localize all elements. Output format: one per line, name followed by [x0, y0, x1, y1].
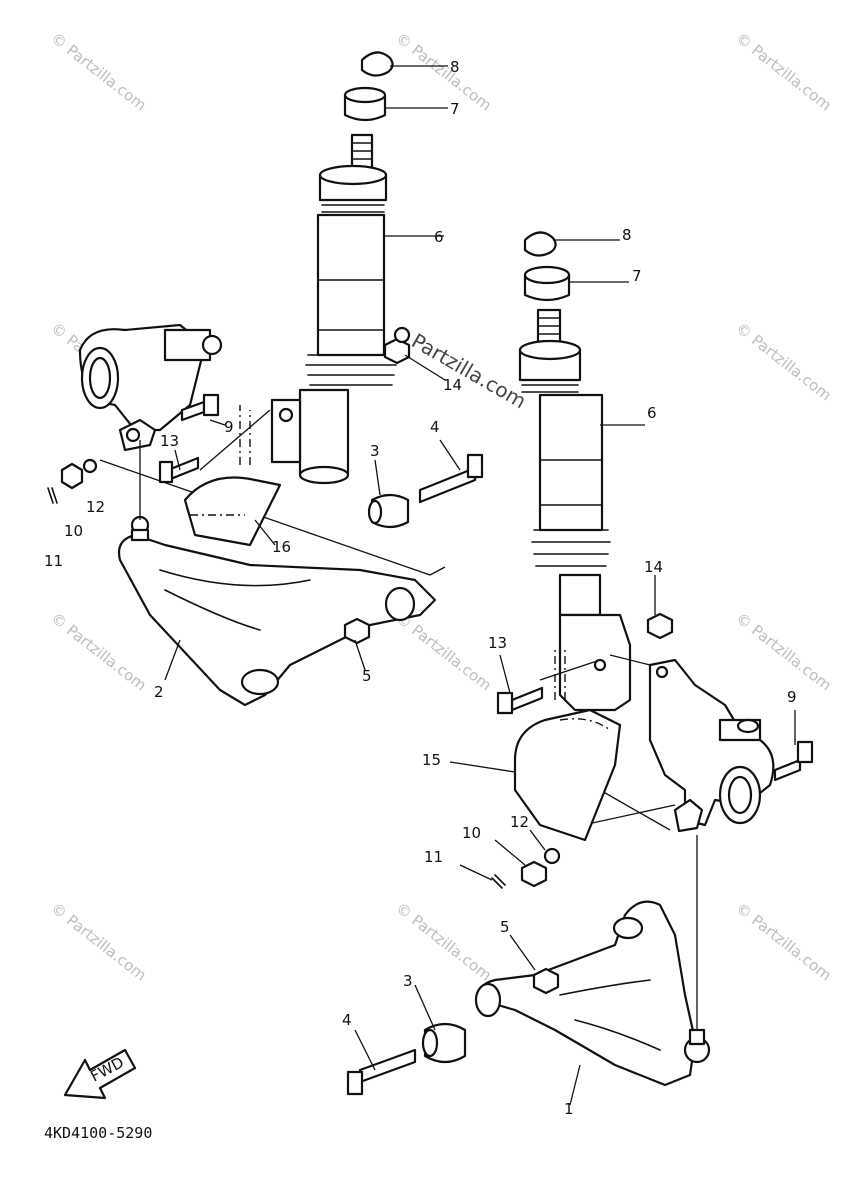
- watermark: © Partzilla.com: [48, 29, 150, 114]
- callout-6: 6: [647, 404, 657, 422]
- callout-1: 1: [564, 1100, 574, 1118]
- watermark: © Partzilla.com: [733, 899, 835, 984]
- fwd-arrow: FWD: [63, 1048, 137, 1100]
- callout-12: 12: [510, 813, 529, 831]
- right-lower-arm: [474, 900, 711, 1087]
- callout-14: 14: [443, 376, 462, 394]
- left-shock-guard: [183, 476, 282, 547]
- callout-10: 10: [462, 824, 481, 842]
- callout-6: 6: [434, 228, 444, 246]
- callout-5: 5: [500, 918, 510, 936]
- callout-15: 15: [422, 751, 441, 769]
- callout-7: 7: [632, 267, 642, 285]
- right-shock-absorber: [518, 231, 632, 712]
- callout-14: 14: [644, 558, 663, 576]
- callout-9: 9: [224, 418, 234, 436]
- callout-3: 3: [370, 442, 380, 460]
- callout-numbers: 8 7 6 14 9 13 3 4 12 10 11 16 2 5 8 7 6 …: [44, 58, 797, 1118]
- callout-13: 13: [160, 432, 179, 450]
- right-steering-knuckle: [648, 658, 775, 833]
- callout-11: 11: [424, 848, 443, 866]
- left-assembly-lines: [99, 405, 446, 576]
- watermark: © Partzilla.com: [393, 609, 495, 694]
- callout-3: 3: [403, 972, 413, 990]
- watermark: © Partzilla.com: [733, 29, 835, 114]
- watermark: © Partzilla.com: [48, 609, 150, 694]
- left-shock-absorber: [270, 51, 397, 485]
- callout-4: 4: [342, 1011, 352, 1029]
- callout-10: 10: [64, 522, 83, 540]
- right-shock-guard: [513, 708, 622, 842]
- callout-7: 7: [450, 100, 460, 118]
- left-steering-knuckle: [78, 323, 223, 452]
- right-hardware: [346, 612, 814, 1096]
- diagram-reference-code: 4KD4100-5290: [44, 1124, 152, 1142]
- watermark: © Partzilla.com: [48, 899, 150, 984]
- callout-8: 8: [622, 226, 632, 244]
- watermark-inline: Partzilla.com: [408, 329, 531, 414]
- callout-9: 9: [787, 688, 797, 706]
- watermark: © Partzilla.com: [733, 319, 835, 404]
- watermarks: © Partzilla.com © Partzilla.com © Partzi…: [48, 29, 835, 984]
- left-lower-arm: [117, 515, 437, 707]
- callout-5: 5: [362, 667, 372, 685]
- callout-leaders: [164, 65, 796, 1106]
- left-hardware: [47, 326, 484, 645]
- callout-8: 8: [450, 58, 460, 76]
- callout-16: 16: [272, 538, 291, 556]
- callout-13: 13: [488, 634, 507, 652]
- callout-4: 4: [430, 418, 440, 436]
- callout-12: 12: [86, 498, 105, 516]
- watermark: © Partzilla.com: [393, 29, 495, 114]
- callout-2: 2: [154, 683, 164, 701]
- watermark: © Partzilla.com: [733, 609, 835, 694]
- callout-11: 11: [44, 552, 63, 570]
